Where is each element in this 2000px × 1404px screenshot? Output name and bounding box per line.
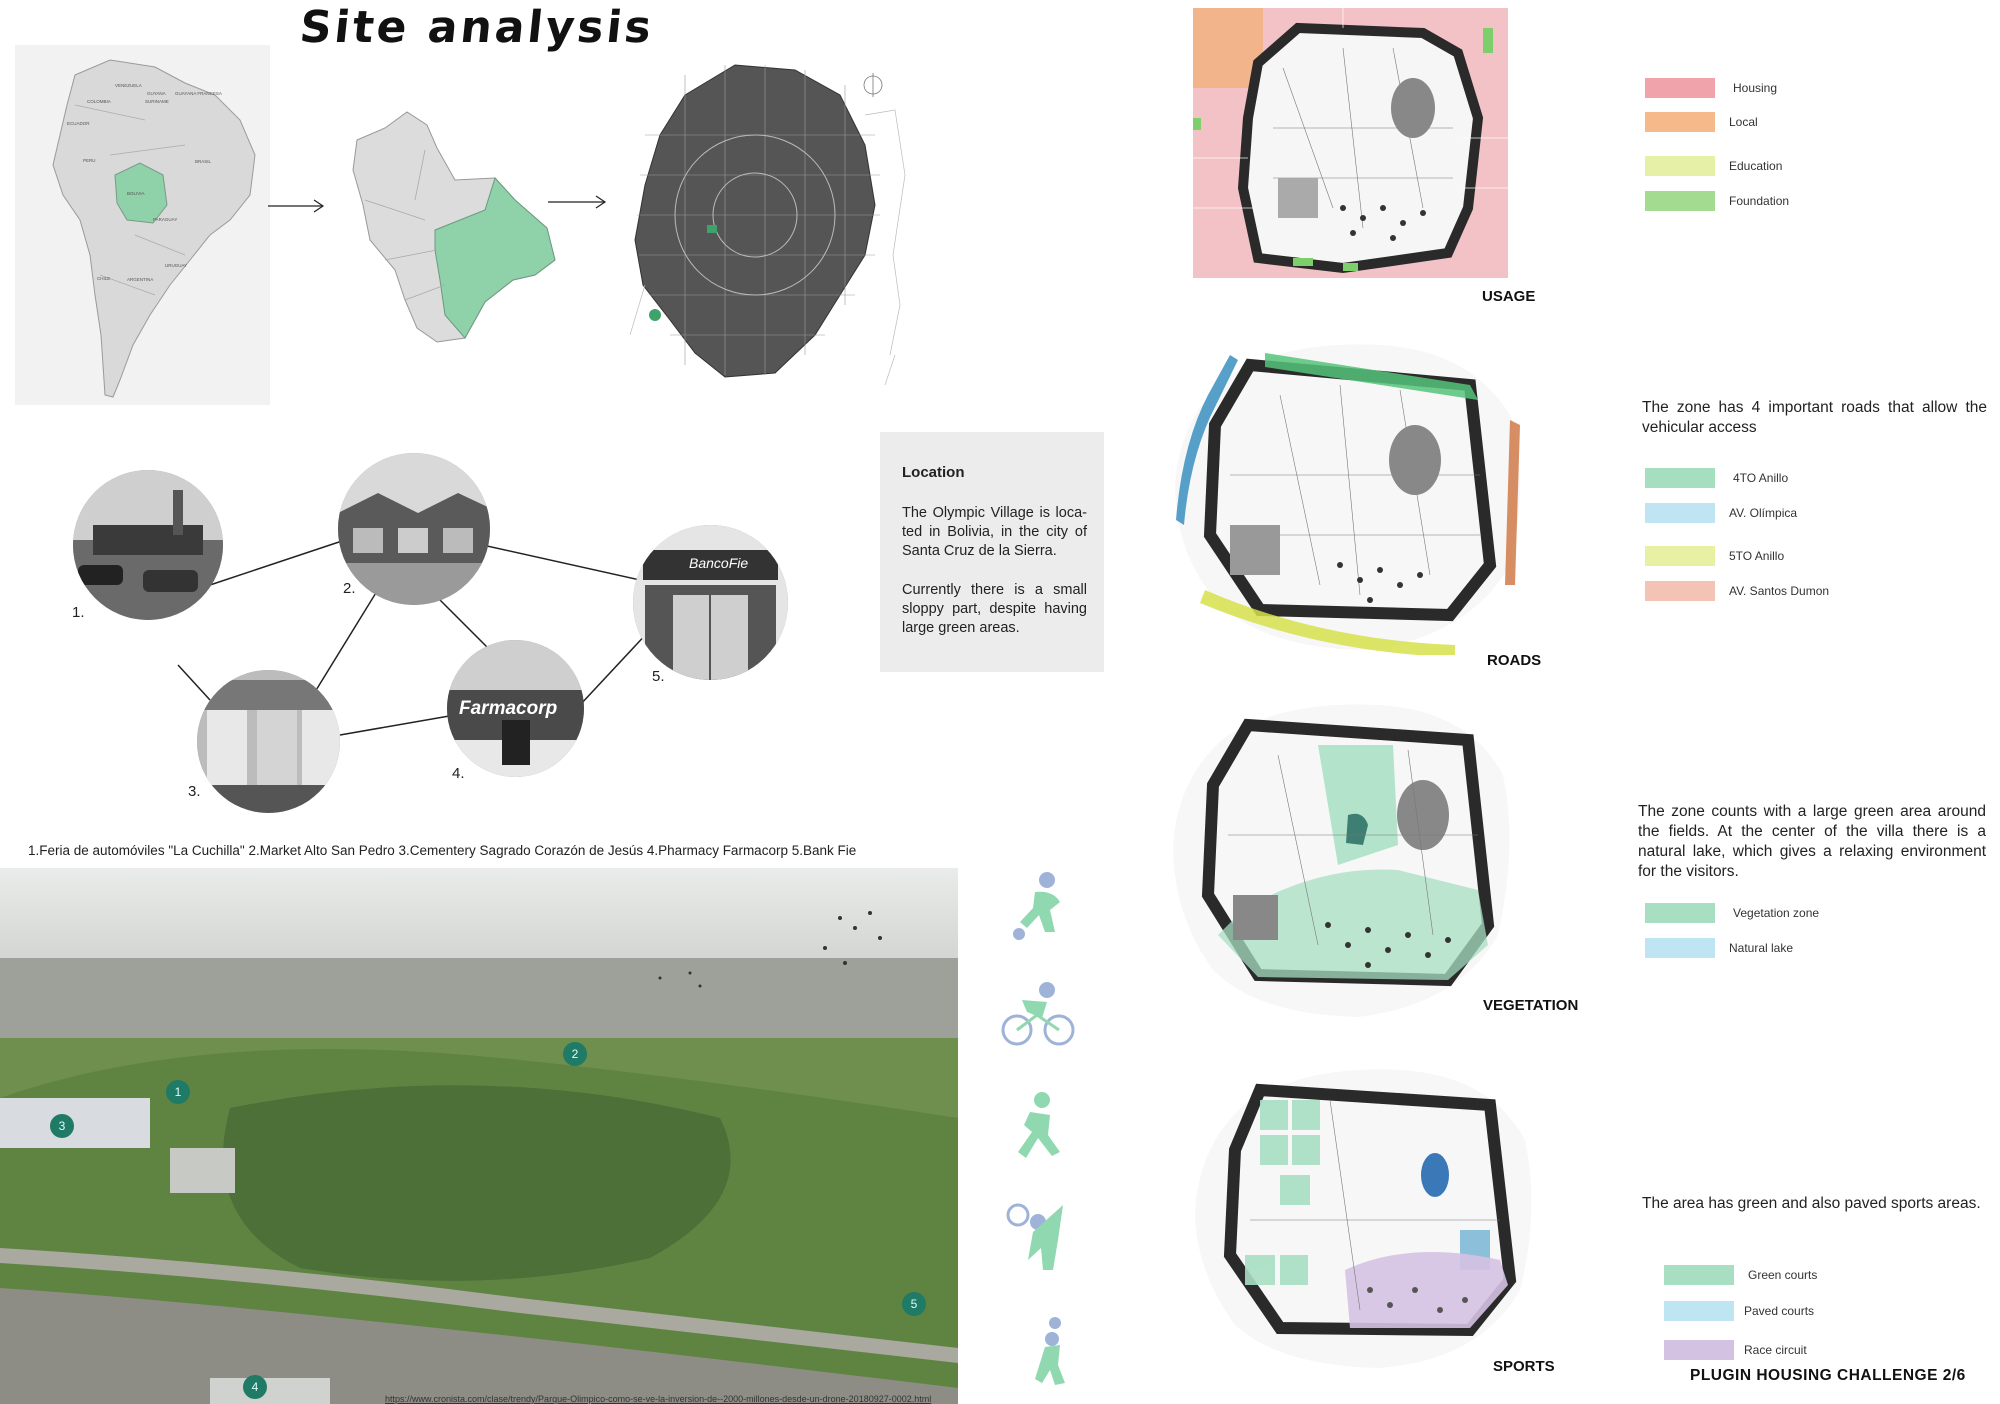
photo-number: 4. [452, 765, 465, 782]
photo-bank: BancoFie [633, 525, 788, 680]
south-america-map: VENEZUELA GUYANA SURINAME GUAYANA FRANCE… [15, 45, 270, 405]
legend-label: Vegetation zone [1733, 906, 1820, 920]
photo-number: 2. [343, 580, 356, 597]
aerial-marker: 3 [50, 1114, 74, 1138]
aerial-photo: 1 2 3 4 5 [0, 868, 958, 1404]
map-label: SURINAME [145, 99, 169, 104]
photo-cemetery [197, 670, 340, 813]
sports-map [1190, 1060, 1540, 1370]
aerial-marker: 5 [902, 1292, 926, 1316]
location-paragraph: The Olympic Village is loca-ted in Boliv… [902, 505, 1087, 559]
photo-number: 3. [188, 783, 201, 800]
sports-description: The area has green and also paved sports… [1642, 1195, 1981, 1212]
vegetation-description: The zone counts with a large green area … [1638, 803, 1986, 880]
aerial-marker: 4 [243, 1375, 267, 1399]
photo-market [338, 453, 490, 605]
photo-caption: 1.Feria de automóviles "La Cuchilla" 2.M… [28, 843, 857, 858]
photo-pharmacy: Farmacorp [447, 640, 584, 777]
legend-label: 4TO Anillo [1733, 471, 1789, 485]
location-card: Location The Olympic Village is loca-ted… [880, 432, 1104, 672]
runner-icon [1010, 1090, 1070, 1175]
location-paragraph: Currently there is a small sloppy part, … [902, 582, 1087, 636]
map-label: BRASIL [195, 159, 212, 164]
legend-swatch [1645, 156, 1715, 176]
legend-swatch [1645, 503, 1715, 523]
legend-label: Green courts [1748, 1268, 1818, 1282]
map-label: VENEZUELA [115, 83, 142, 88]
legend-swatch [1645, 191, 1715, 211]
map-label: ECUADOR [67, 121, 90, 126]
map-label: GUYANA [147, 91, 166, 96]
vegetation-map [1168, 695, 1518, 1025]
map-label: CHILE [97, 276, 110, 281]
legend-label: AV. Santos Dumon [1729, 584, 1830, 598]
bolivia-map [345, 110, 565, 350]
footer-title: PLUGIN HOUSING CHALLENGE 2/6 [1690, 1367, 1966, 1384]
legend-label: AV. Olímpica [1729, 506, 1798, 520]
legend-label: Education [1729, 159, 1783, 173]
legend-swatch [1645, 78, 1715, 98]
usage-map [1193, 8, 1508, 278]
legend-label: Paved courts [1744, 1304, 1815, 1318]
arrow-right-icon [268, 198, 328, 219]
map-label: COLOMBIA [87, 99, 111, 104]
map-label: PARAGUAY [153, 217, 177, 222]
cyclist-icon [997, 980, 1077, 1055]
map-label: PERU [83, 158, 96, 163]
legend-swatch [1645, 581, 1715, 601]
pharmacy-sign-text: Farmacorp [459, 698, 558, 719]
location-heading: Location [902, 464, 965, 481]
roads-label: ROADS [1487, 652, 1542, 669]
photo-number: 1. [72, 604, 85, 621]
usage-label: USAGE [1482, 288, 1536, 305]
map-label: GUAYANA FRANCESA [175, 91, 222, 96]
legend-swatch [1645, 938, 1715, 958]
santa-cruz-city-map [625, 55, 915, 395]
tennis-player-icon [1003, 1200, 1073, 1285]
legend-swatch [1645, 112, 1715, 132]
photo-number: 5. [652, 668, 665, 685]
legend-label: Natural lake [1729, 941, 1794, 955]
roads-description: The zone has 4 important roads that allo… [1642, 399, 1987, 436]
sports-label: SPORTS [1493, 1358, 1555, 1375]
legend-swatch [1645, 546, 1715, 566]
soccer-player-icon [1005, 870, 1075, 950]
map-label: ARGENTINA [127, 277, 153, 282]
map-label: BOLIVIA [127, 191, 145, 196]
legend-label: Local [1729, 115, 1758, 129]
legend-label: Housing [1733, 81, 1778, 95]
aerial-marker: 2 [563, 1042, 587, 1066]
photo-car-fair [73, 470, 223, 620]
volleyball-player-icon [1030, 1315, 1080, 1395]
vegetation-label: VEGETATION [1483, 997, 1579, 1014]
bank-sign-text: BancoFie [689, 555, 749, 571]
legend-swatch [1645, 468, 1715, 488]
legend-swatch [1664, 1301, 1734, 1321]
legend-label: 5TO Anillo [1729, 549, 1785, 563]
legend-label: Foundation [1729, 194, 1790, 208]
legend-label: Race circuit [1744, 1343, 1807, 1357]
source-link[interactable]: https://www.cronista.com/clase/trendy/Pa… [385, 1394, 932, 1404]
roads-map [1170, 335, 1530, 657]
legend-swatch [1664, 1265, 1734, 1285]
map-label: URUGUAY [165, 263, 187, 268]
arrow-right-icon [548, 194, 610, 215]
legend-swatch [1664, 1340, 1734, 1360]
aerial-marker: 1 [166, 1080, 190, 1104]
legend-swatch [1645, 903, 1715, 923]
